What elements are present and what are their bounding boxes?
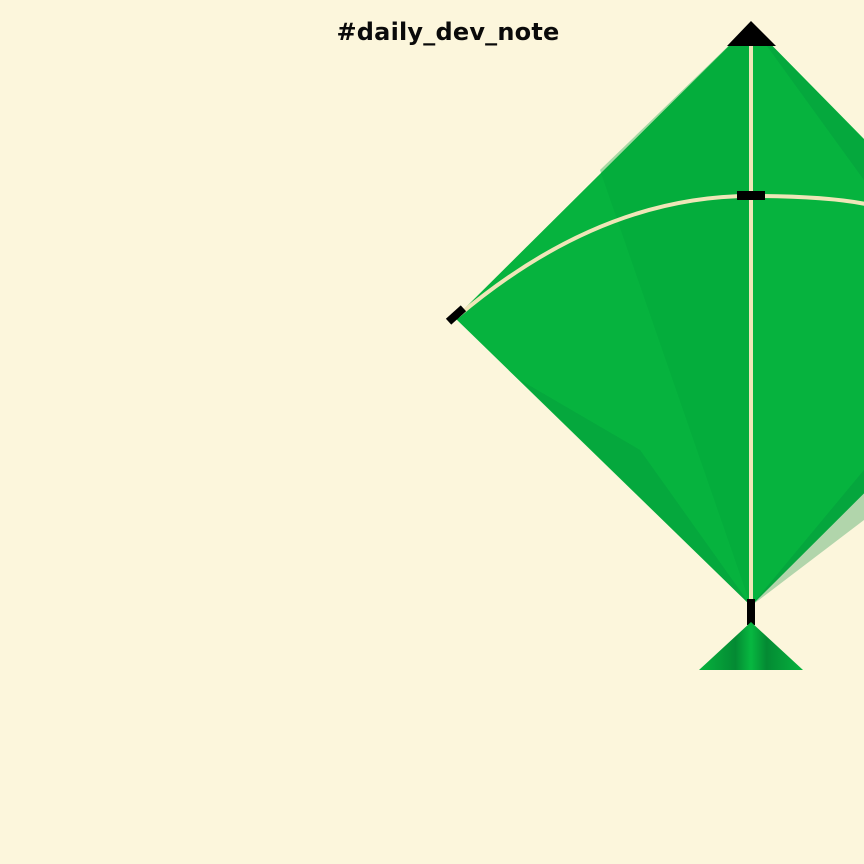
kite-fold-shade-lower-left [520,380,751,606]
kite-cross-spar [456,193,864,318]
center-binding [737,191,765,200]
kite-tail [699,622,803,670]
top-cap [727,21,776,46]
kite-fold-shade-upper-right [751,24,864,180]
bottom-binding [747,599,755,625]
hashtag-title: #daily_dev_note [336,18,560,46]
left-binding [445,305,467,325]
kite-fold-shade-left [600,24,751,606]
kite-sail [455,24,864,606]
kite-fold-shade-lower-right [751,470,864,606]
